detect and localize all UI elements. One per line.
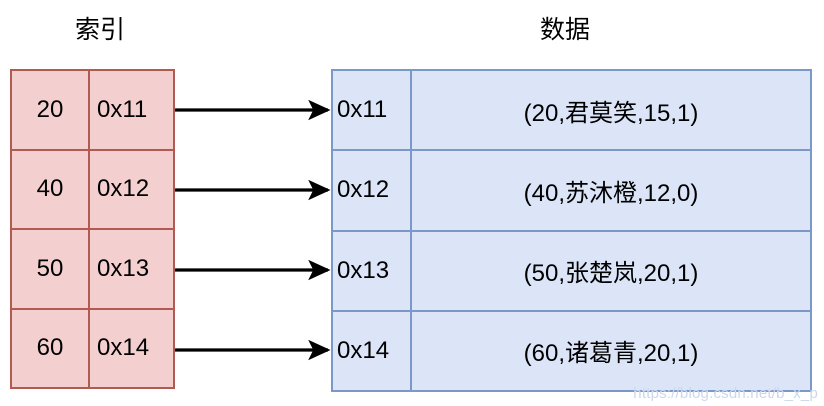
- data-row: 0x13 (50,张楚岚,20,1): [333, 231, 810, 312]
- data-row: 0x11 (20,君莫笑,15,1): [333, 71, 810, 152]
- index-table: 20 0x11 40 0x12 50 0x13 60 0x14: [10, 69, 175, 389]
- index-row: 40 0x12: [12, 150, 173, 230]
- index-row: 60 0x14: [12, 309, 173, 387]
- index-row: 20 0x11: [12, 71, 173, 151]
- index-pointer-cell: 0x11: [97, 95, 148, 123]
- index-heading: 索引: [74, 16, 125, 44]
- index-key-cell: 20: [12, 71, 90, 149]
- index-pointer-cell: 0x14: [97, 334, 150, 362]
- data-address-cell: 0x14: [333, 311, 412, 390]
- data-tuple-cell: (50,张楚岚,20,1): [523, 260, 699, 288]
- index-key-cell: 40: [12, 150, 90, 228]
- data-tuple-cell: (20,君莫笑,15,1): [523, 99, 699, 127]
- data-address-cell: 0x11: [333, 71, 412, 150]
- data-heading: 数据: [539, 16, 590, 44]
- index-pointer-cell: 0x12: [97, 175, 150, 203]
- data-row: 0x12 (40,苏沐橙,12,0): [333, 151, 810, 232]
- data-row: 0x14 (60,诸葛青,20,1): [333, 311, 810, 390]
- watermark-text: https://blog.csdn.net/b_x_p: [633, 385, 818, 402]
- data-tuple-cell: (60,诸葛青,20,1): [523, 340, 699, 368]
- data-table: 0x11 (20,君莫笑,15,1) 0x12 (40,苏沐橙,12,0) 0x…: [331, 69, 812, 392]
- data-address-cell: 0x13: [333, 231, 412, 310]
- data-address-cell: 0x12: [333, 151, 412, 230]
- index-key-cell: 50: [12, 230, 90, 308]
- index-key-cell: 60: [12, 309, 90, 387]
- data-tuple-cell: (40,苏沐橙,12,0): [523, 179, 699, 207]
- index-row: 50 0x13: [12, 230, 173, 310]
- index-pointer-cell: 0x13: [97, 254, 150, 282]
